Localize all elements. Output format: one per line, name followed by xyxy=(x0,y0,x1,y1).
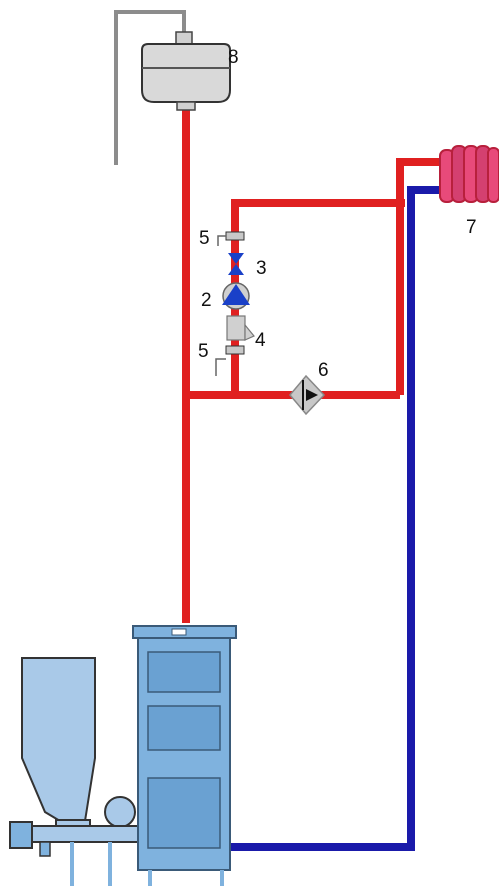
label-radiator: 7 xyxy=(466,217,477,238)
radiator xyxy=(439,145,499,203)
label-pump: 2 xyxy=(201,290,212,311)
tank-top-fitting xyxy=(175,31,193,45)
pump xyxy=(222,282,250,310)
label-bypass-valve: 6 xyxy=(318,360,329,381)
supply-to-radiator xyxy=(396,158,442,395)
boiler xyxy=(132,625,237,886)
check-valve xyxy=(228,253,244,275)
shutoff-valve-top xyxy=(217,231,245,246)
expansion-tank xyxy=(141,31,231,111)
bypass-valve xyxy=(289,374,326,416)
label-shutoff-valve-top: 5 xyxy=(199,228,210,249)
boiler-door-bottom xyxy=(147,777,221,849)
boiler-door-middle xyxy=(147,705,221,751)
label-expansion-tank: 8 xyxy=(228,47,239,68)
vent-pipe xyxy=(114,10,186,165)
shutoff-valve-bottom xyxy=(215,345,245,376)
boiler-top-fitting xyxy=(171,628,187,636)
filter xyxy=(226,315,255,341)
pellet-hopper xyxy=(21,657,136,837)
tank-body xyxy=(141,43,231,103)
return-pipe xyxy=(230,186,440,851)
label-check-valve: 3 xyxy=(256,258,267,279)
pellet-feeder xyxy=(9,821,141,886)
label-shutoff-valve-bottom: 5 xyxy=(198,341,209,362)
boiler-door-top xyxy=(147,651,221,693)
label-filter: 4 xyxy=(255,330,266,351)
tank-bottom-fitting xyxy=(176,101,196,111)
